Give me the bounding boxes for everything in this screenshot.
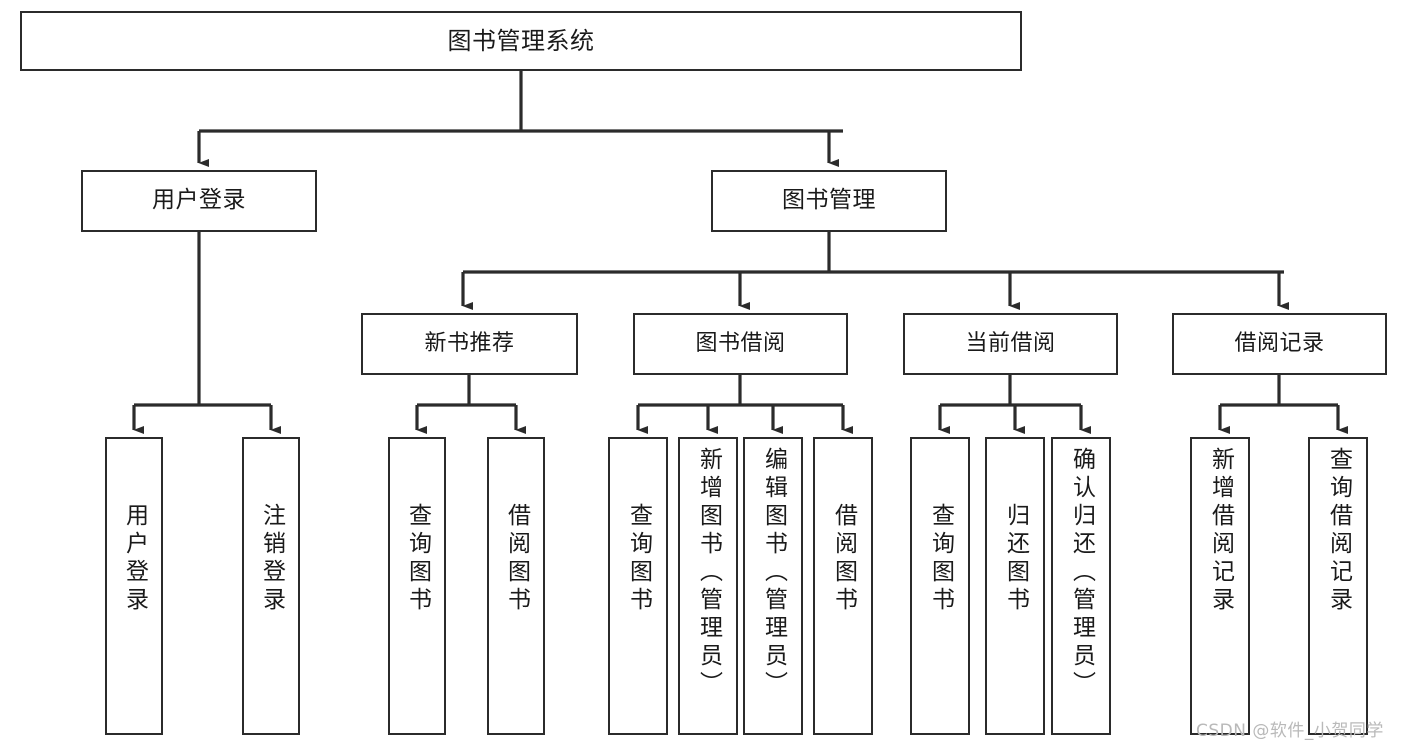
node-leaf-add-book-label: 新增图书（管理员） (695, 447, 722, 699)
node-leaf-add-book[interactable]: 新增图书（管理员） (678, 437, 738, 735)
node-leaf-user-login-label: 用户登录 (121, 503, 148, 615)
node-leaf-borrow-book-1[interactable]: 借阅图书 (487, 437, 545, 735)
node-leaf-edit-book[interactable]: 编辑图书（管理员） (743, 437, 803, 735)
node-leaf-query-book-1[interactable]: 查询图书 (388, 437, 446, 735)
node-leaf-query-record[interactable]: 查询借阅记录 (1308, 437, 1368, 735)
node-root[interactable]: 图书管理系统 (20, 11, 1022, 71)
node-leaf-add-record[interactable]: 新增借阅记录 (1190, 437, 1250, 735)
node-user-login[interactable]: 用户登录 (81, 170, 317, 232)
node-leaf-query-book-2-label: 查询图书 (625, 503, 652, 615)
node-leaf-user-login[interactable]: 用户登录 (105, 437, 163, 735)
node-current-borrow-label: 当前借阅 (965, 331, 1056, 357)
node-root-label: 图书管理系统 (447, 26, 595, 55)
node-leaf-borrow-book-2[interactable]: 借阅图书 (813, 437, 873, 735)
node-user-login-label: 用户登录 (152, 187, 246, 214)
node-book-borrow-label: 图书借阅 (695, 331, 786, 357)
node-leaf-query-book-3[interactable]: 查询图书 (910, 437, 970, 735)
node-new-book-recommend-label: 新书推荐 (424, 331, 515, 357)
node-leaf-query-book-1-label: 查询图书 (404, 503, 431, 615)
node-borrow-record-label: 借阅记录 (1234, 331, 1325, 357)
node-leaf-add-record-label: 新增借阅记录 (1207, 447, 1234, 615)
node-book-borrow[interactable]: 图书借阅 (633, 313, 848, 375)
node-current-borrow[interactable]: 当前借阅 (903, 313, 1118, 375)
node-leaf-logout-label: 注销登录 (258, 503, 285, 615)
node-leaf-logout[interactable]: 注销登录 (242, 437, 300, 735)
node-book-manage-label: 图书管理 (782, 187, 876, 214)
node-leaf-borrow-book-1-label: 借阅图书 (503, 503, 530, 615)
node-leaf-query-book-2[interactable]: 查询图书 (608, 437, 668, 735)
node-leaf-edit-book-label: 编辑图书（管理员） (760, 447, 787, 699)
node-leaf-confirm-return-label: 确认归还（管理员） (1068, 447, 1095, 699)
node-leaf-query-book-3-label: 查询图书 (927, 503, 954, 615)
node-book-manage[interactable]: 图书管理 (711, 170, 947, 232)
node-leaf-return-book[interactable]: 归还图书 (985, 437, 1045, 735)
node-leaf-query-record-label: 查询借阅记录 (1325, 447, 1352, 615)
node-leaf-return-book-label: 归还图书 (1002, 503, 1029, 615)
node-leaf-borrow-book-2-label: 借阅图书 (830, 503, 857, 615)
node-new-book-recommend[interactable]: 新书推荐 (361, 313, 578, 375)
csdn-watermark: CSDN @软件_小贺同学 (1196, 721, 1384, 741)
node-borrow-record[interactable]: 借阅记录 (1172, 313, 1387, 375)
node-leaf-confirm-return[interactable]: 确认归还（管理员） (1051, 437, 1111, 735)
